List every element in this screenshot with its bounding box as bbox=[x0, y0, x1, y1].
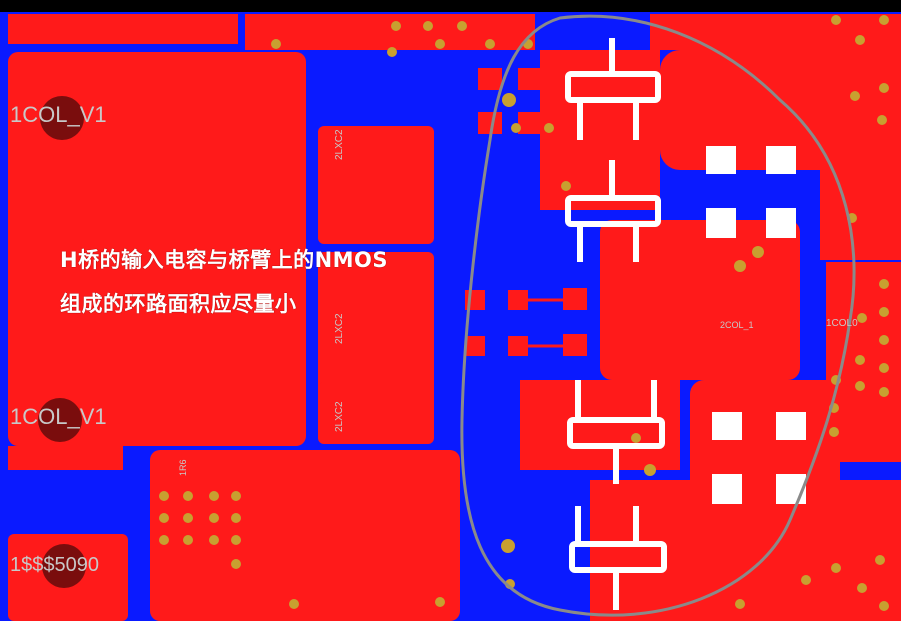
mosfet-q2-outline bbox=[565, 160, 661, 262]
smd-pad bbox=[563, 334, 587, 356]
copper-far-right bbox=[820, 20, 901, 260]
smd-pad bbox=[478, 112, 502, 134]
capacitor-c2-b bbox=[318, 252, 434, 402]
copper-bottom-mid bbox=[150, 450, 460, 621]
silk-label-small: 1R6 bbox=[178, 459, 188, 476]
silk-label-col-v1-top: 1COL_V1 bbox=[10, 102, 107, 127]
silk-label-ss5090: 1$$$5090 bbox=[10, 554, 99, 576]
annotation-line-1: H桥的输入电容与桥臂上的NMOS bbox=[60, 248, 389, 272]
mounting-hole bbox=[42, 544, 86, 588]
silk-label-col-right: 1COL0 bbox=[826, 318, 858, 329]
square-pads-lower bbox=[712, 412, 806, 504]
copper-plane-left-low bbox=[8, 446, 123, 470]
square-pads-upper bbox=[706, 146, 796, 238]
smd-pad bbox=[518, 112, 542, 134]
capacitor-c2-c bbox=[318, 382, 434, 444]
smd-pad bbox=[508, 336, 528, 356]
mounting-hole bbox=[40, 96, 84, 140]
smd-pad bbox=[508, 290, 528, 310]
smd-pad bbox=[478, 68, 502, 90]
vias bbox=[159, 15, 889, 611]
capacitor-c2-a bbox=[318, 126, 434, 244]
annotation-line-2: 组成的环路面积应尽量小 bbox=[60, 292, 297, 316]
silk-label-c2-c: 2LXC2 bbox=[334, 401, 345, 432]
copper-right-plane bbox=[660, 50, 860, 170]
silk-label-c2-b: 2LXC2 bbox=[334, 313, 345, 344]
smd-pad bbox=[563, 288, 587, 310]
silk-label-col-v1-bottom: 1COL_V1 bbox=[10, 404, 107, 429]
top-border bbox=[0, 0, 901, 14]
current-loop-outline bbox=[460, 14, 856, 617]
copper-center-mid bbox=[600, 220, 800, 380]
smd-pad bbox=[518, 68, 542, 90]
mosfet-q3-outline bbox=[567, 380, 665, 484]
mosfet-q1-outline bbox=[565, 38, 661, 140]
mosfet-q4-outline bbox=[569, 506, 667, 610]
copper-plane-left-top bbox=[8, 14, 238, 44]
silk-label-c2-a: 2LXC2 bbox=[334, 129, 345, 160]
mounting-hole bbox=[38, 398, 82, 442]
smd-pad bbox=[465, 336, 485, 356]
silk-label-col-mid: 2COL_1 bbox=[720, 320, 754, 330]
copper-plane-left bbox=[8, 52, 306, 446]
